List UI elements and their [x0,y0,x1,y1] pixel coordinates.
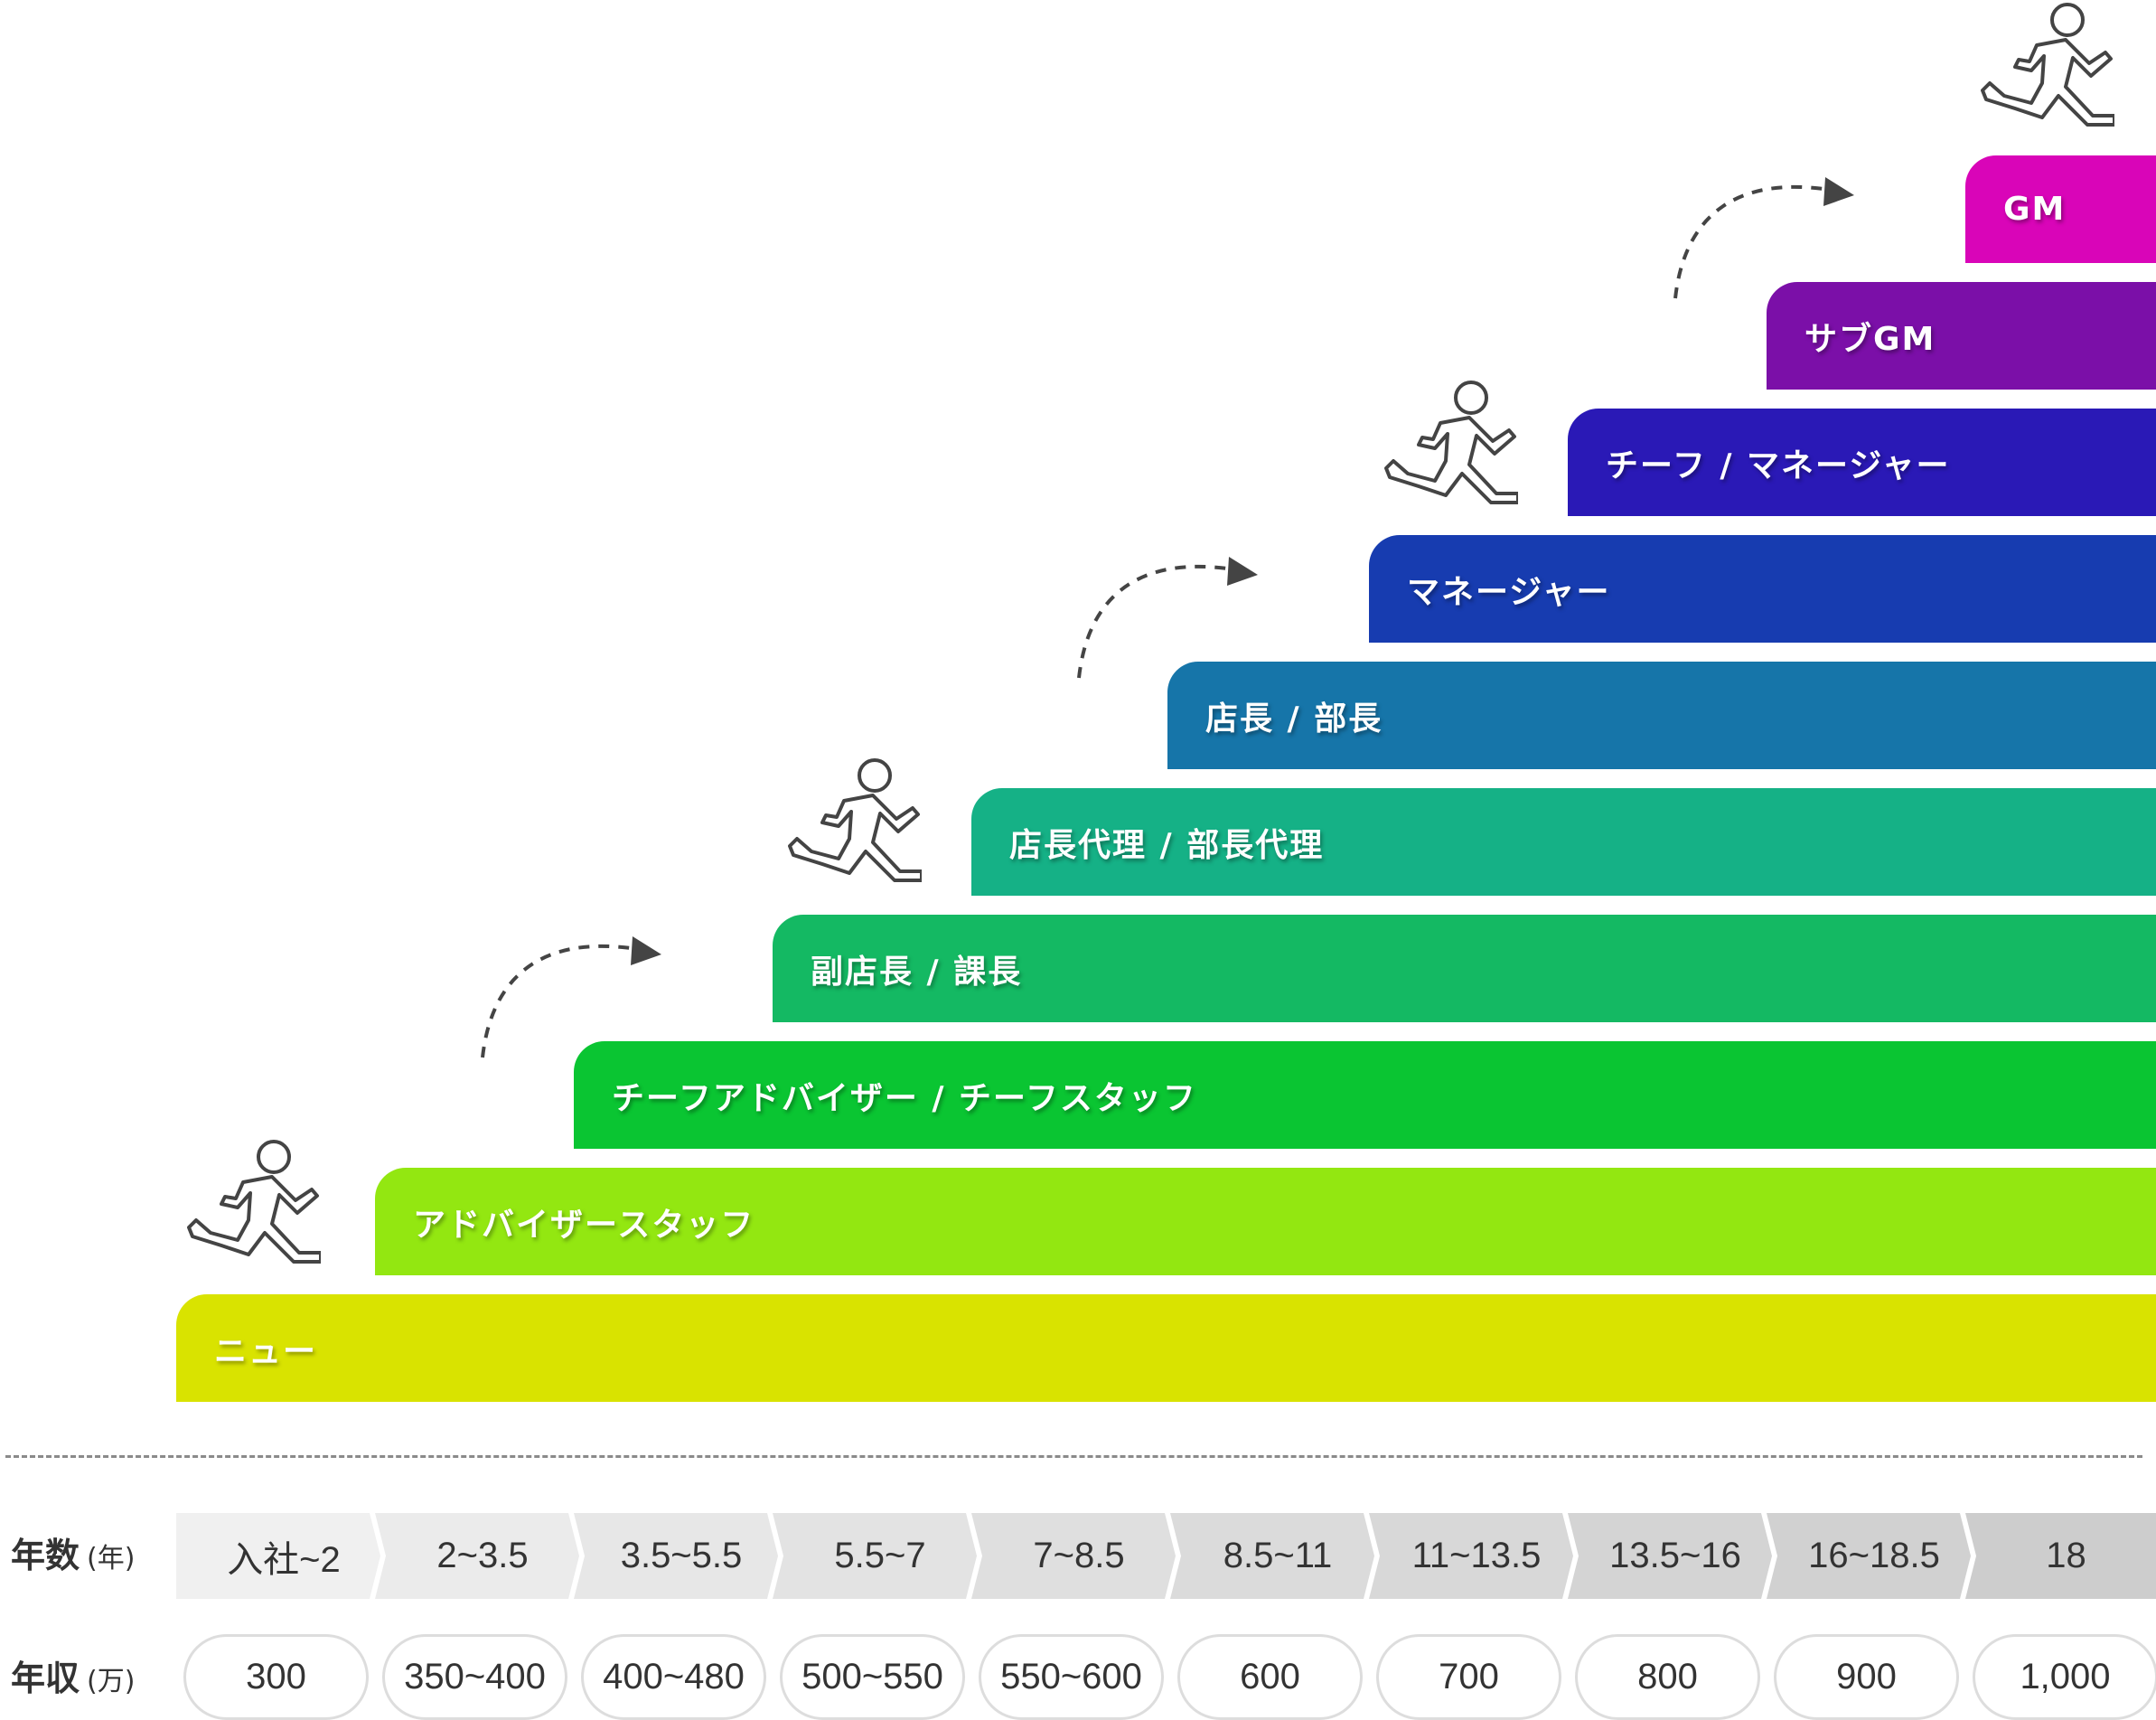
dashed-divider [5,1455,2142,1458]
step-label: 副店長 / 課長 [811,953,1023,991]
runner-icon [1979,0,2116,139]
years-unit: (年) [87,1543,136,1574]
years-cell: 2~3.5 [375,1513,579,1599]
salary-cell: 900 [1774,1634,1959,1720]
step-label: チーフアドバイザー / チーフスタッフ [612,1079,1197,1117]
step-9: サブGM [1767,282,2156,390]
salary-cell: 550~600 [979,1634,1164,1720]
dashed-arrow-icon [470,922,678,1070]
salary-cell: 600 [1177,1634,1363,1720]
step-10: GM [1965,155,2156,263]
salary-unit: (万) [87,1666,136,1697]
step-4: 副店長 / 課長 [773,915,2156,1022]
years-cell: 18 [1965,1513,2156,1599]
years-cell: 13.5~16 [1568,1513,1772,1599]
salary-cell: 800 [1575,1634,1760,1720]
years-cell: 3.5~5.5 [574,1513,778,1599]
salary-cell: 700 [1376,1634,1561,1720]
years-cell: 11~13.5 [1369,1513,1573,1599]
years-cell: 8.5~11 [1170,1513,1374,1599]
salary-cell: 1,000 [1973,1634,2156,1720]
salary-cell: 350~400 [382,1634,567,1720]
dashed-arrow-icon [1066,542,1274,691]
years-cell: 7~8.5 [971,1513,1176,1599]
years-cell: 入社~2 [176,1513,380,1599]
step-label: 店長 / 部長 [1205,700,1383,738]
step-6: 店長 / 部長 [1167,662,2156,769]
step-label: アドバイザースタッフ [413,1206,755,1244]
step-2: アドバイザースタッフ [375,1168,2156,1275]
years-cell: 5.5~7 [773,1513,977,1599]
runner-icon [786,756,923,895]
salary-row-label: 年収(万) [11,1650,135,1700]
step-label: GM [2003,191,2067,228]
step-label: チーフ / マネージャー [1606,446,1951,484]
step-5: 店長代理 / 部長代理 [971,788,2156,896]
step-label: サブGM [1804,320,1936,358]
step-3: チーフアドバイザー / チーフスタッフ [574,1041,2156,1149]
years-cell: 16~18.5 [1767,1513,1971,1599]
step-1: ニュー [176,1294,2156,1402]
salary-label: 年収 [11,1659,80,1698]
runner-icon [1383,378,1520,517]
step-label: 店長代理 / 部長代理 [1009,826,1325,864]
runner-icon [185,1137,323,1276]
salary-cell: 500~550 [780,1634,965,1720]
years-row-label: 年数(年) [11,1527,135,1577]
step-8: チーフ / マネージャー [1568,409,2156,516]
salary-cell: 400~480 [581,1634,766,1720]
step-7: マネージャー [1369,535,2156,643]
salary-cell: 300 [183,1634,369,1720]
years-label: 年数 [11,1536,80,1575]
step-label: ニュー [214,1332,318,1370]
step-label: マネージャー [1407,573,1611,611]
dashed-arrow-icon [1663,163,1870,311]
